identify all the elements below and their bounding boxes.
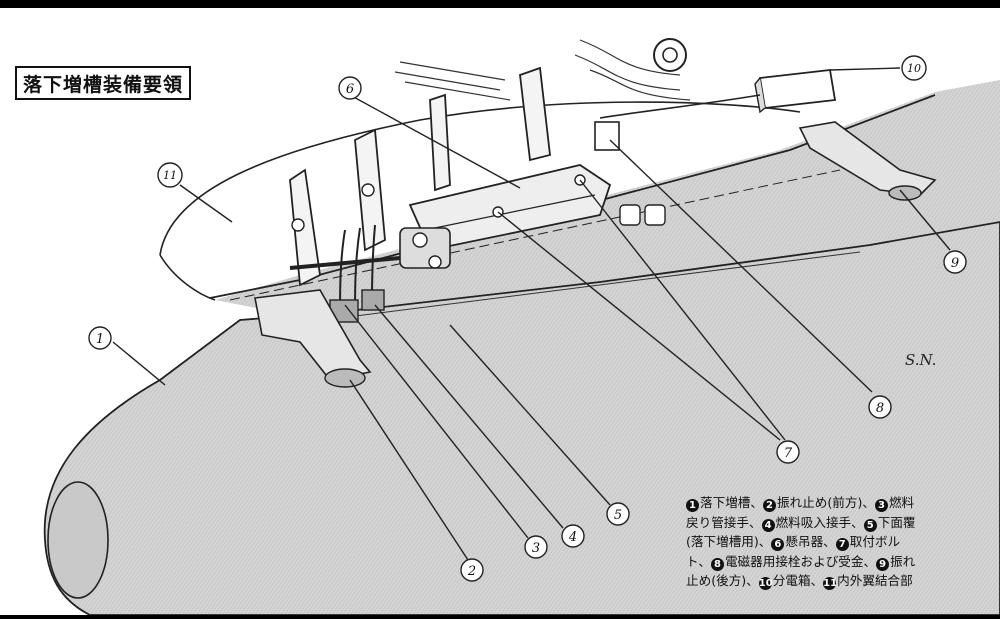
rear-sway-pad <box>888 185 922 201</box>
rack-pivot <box>412 232 428 248</box>
callout-7: 7 <box>784 446 793 461</box>
legend-number-badge: 3 <box>874 499 888 512</box>
bracket-hole-2 <box>361 183 375 197</box>
legend-text: 懸吊器、 <box>785 534 836 549</box>
wing-dash-line <box>229 169 841 301</box>
callout-5: 5 <box>614 508 622 523</box>
connector-receiver <box>619 204 641 226</box>
legend-number-badge: 11 <box>823 577 838 590</box>
legend-text: 落下増槽、 <box>700 495 763 510</box>
leader-lines <box>112 67 951 561</box>
legend-number-badge: 8 <box>710 557 724 571</box>
diagram-title: 落下増槽装備要領 <box>15 66 192 100</box>
legend-text: 取付ボル <box>849 534 901 549</box>
legend-text: (落下増槽用)、 <box>686 534 772 549</box>
callout-2: 2 <box>467 564 476 579</box>
legend-text: 下面覆 <box>877 514 916 530</box>
legend-number-badge: 2 <box>762 499 776 512</box>
legend-number-badge: 9 <box>876 557 890 571</box>
legend-number-badge: 10 <box>758 577 773 590</box>
callout-11: 11 <box>163 169 177 182</box>
callout-circles <box>88 55 967 582</box>
legend-number-badge: 4 <box>761 518 775 532</box>
legend-text: 内外翼結合部 <box>837 573 913 588</box>
rear-sway-brace <box>798 121 937 196</box>
callout-10: 10 <box>907 62 921 75</box>
legend-text: 電磁器用接栓および受金、 <box>724 553 877 569</box>
legend-number-badge: 5 <box>863 518 877 532</box>
fairing-lower-curve <box>159 254 216 301</box>
callout-numbers: 1 2 3 4 5 6 7 8 9 10 11 <box>96 62 959 579</box>
legend-text: ト、 <box>686 553 711 569</box>
callout-4: 4 <box>568 530 577 545</box>
legend-text: 振れ <box>890 553 916 569</box>
callout-6: 6 <box>346 82 354 97</box>
drop-tank-nose <box>47 481 109 599</box>
artist-signature: S.N. <box>905 351 937 369</box>
rack-pivot-lower <box>428 255 442 269</box>
callout-8: 8 <box>876 401 884 416</box>
legend-number-badge: 1 <box>686 499 699 512</box>
legend-text: 止め(後方)、 <box>686 573 759 588</box>
front-sway-pad <box>324 368 366 388</box>
fuselage-hatching <box>394 39 691 101</box>
legend-row: 止め(後方)、10分電箱、11内外翼結合部 <box>686 571 998 591</box>
tank-seam <box>339 251 861 319</box>
legend-text: 振れ止め(前方)、 <box>776 495 875 510</box>
callout-3: 3 <box>532 541 540 556</box>
callout-1: 1 <box>96 332 104 347</box>
callout-9: 9 <box>951 256 959 271</box>
legend-text: 戻り管接手、 <box>686 514 762 530</box>
legend-number-badge: 7 <box>835 538 849 551</box>
legend-text: 燃料吸入接手、 <box>775 514 864 530</box>
distribution-cable <box>599 94 761 119</box>
legend-text: 燃料 <box>888 495 915 510</box>
fuel-intake-joint <box>361 289 385 311</box>
suspension-rack-arm <box>399 227 451 269</box>
cross-bar <box>289 256 401 270</box>
bracket-hole-1 <box>291 218 305 232</box>
connector-receiver-2 <box>644 204 666 226</box>
legend-text: 分電箱、 <box>772 573 824 588</box>
ring-bracket-hole <box>662 47 678 63</box>
legend-number-badge: 6 <box>771 538 785 551</box>
suspension-rack-line <box>424 194 596 231</box>
